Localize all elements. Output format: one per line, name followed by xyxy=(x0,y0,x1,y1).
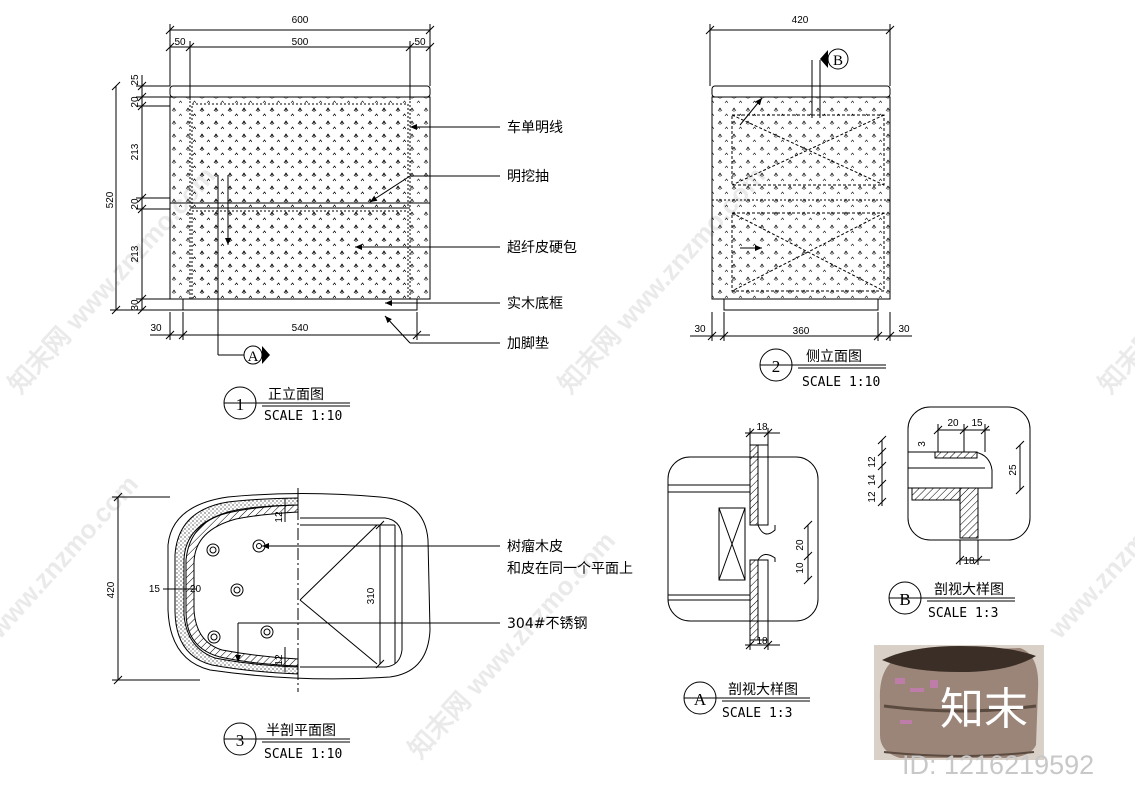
dim-label: 25 xyxy=(130,74,141,86)
svg-text:12: 12 xyxy=(867,456,878,468)
svg-text:420: 420 xyxy=(792,15,809,26)
callout-steel: 304#不锈钢 xyxy=(507,616,587,632)
dim-label: 213 xyxy=(130,143,141,160)
detail-a xyxy=(667,428,819,650)
svg-text:12: 12 xyxy=(867,491,878,503)
svg-text:半剖平面图: 半剖平面图 xyxy=(266,723,336,739)
svg-text:SCALE 1:10: SCALE 1:10 xyxy=(802,375,880,390)
dim-label: 20 xyxy=(130,198,141,210)
svg-text:SCALE 1:3: SCALE 1:3 xyxy=(722,706,792,721)
title-front-elevation: 1 正立面图 SCALE 1:10 xyxy=(223,386,350,424)
side-elevation xyxy=(690,24,912,341)
title-plan: 3 半剖平面图 SCALE 1:10 xyxy=(223,722,350,762)
svg-text:剖视大样图: 剖视大样图 xyxy=(934,582,1004,598)
svg-text:SCALE 1:10: SCALE 1:10 xyxy=(264,409,342,424)
callout-pull: 明挖抽 xyxy=(507,169,549,185)
callout-foot: 加脚垫 xyxy=(507,336,549,352)
side-elevation-dims: 420 30 360 30 xyxy=(694,15,910,337)
svg-text:1: 1 xyxy=(236,395,245,414)
svg-text:A: A xyxy=(248,349,259,365)
burl-swirls xyxy=(206,539,274,644)
svg-text:360: 360 xyxy=(793,326,810,337)
dim-label: 20 xyxy=(130,96,141,108)
svg-text:SCALE 1:3: SCALE 1:3 xyxy=(928,606,998,621)
plan-dims: 420 15 20 12 12 310 xyxy=(106,511,377,666)
brand-logo: 知末 xyxy=(940,684,1028,735)
title-side-elevation: 2 侧立面图 SCALE 1:10 xyxy=(759,348,886,390)
dim-label: 50 xyxy=(174,37,186,48)
svg-text:420: 420 xyxy=(106,581,117,598)
svg-text:25: 25 xyxy=(1008,464,1019,476)
watermark: www.znzmo.com xyxy=(1041,469,1135,645)
dim-label: 30 xyxy=(130,299,141,311)
title-detail-a: A 剖视大样图 SCALE 1:3 xyxy=(683,681,810,721)
svg-text:2: 2 xyxy=(772,357,781,376)
dim-label: 213 xyxy=(130,245,141,262)
watermark: www.znzmo.com xyxy=(0,469,144,645)
svg-text:15: 15 xyxy=(971,418,983,429)
svg-text:剖视大样图: 剖视大样图 xyxy=(728,682,798,698)
svg-text:20: 20 xyxy=(795,539,806,551)
plan-view xyxy=(112,488,500,692)
svg-text:3: 3 xyxy=(236,731,245,750)
svg-text:18: 18 xyxy=(756,636,768,647)
svg-text:30: 30 xyxy=(694,324,706,335)
svg-text:310: 310 xyxy=(366,587,377,604)
dim-label: 50 xyxy=(414,37,426,48)
dim-label: 500 xyxy=(292,37,309,48)
section-marker-a: A xyxy=(243,345,270,365)
image-id: ID: 1216219592 xyxy=(902,750,1094,780)
detail-b xyxy=(877,406,1031,565)
svg-text:30: 30 xyxy=(898,324,910,335)
dim-label: 520 xyxy=(105,191,116,208)
callout-base: 实木底框 xyxy=(507,296,563,312)
svg-text:18: 18 xyxy=(963,556,975,567)
detail-b-dims: 20 15 3 12 14 12 25 18 xyxy=(867,418,1019,567)
svg-text:20: 20 xyxy=(947,418,959,429)
svg-text:12: 12 xyxy=(274,511,285,523)
svg-text:12: 12 xyxy=(274,654,285,666)
svg-text:SCALE 1:10: SCALE 1:10 xyxy=(264,747,342,762)
dim-label: 600 xyxy=(292,15,309,26)
dim-label: 30 xyxy=(150,323,162,334)
watermark: 知末网 www.znzmo.com xyxy=(1092,161,1135,399)
detail-a-dims: 18 18 20 10 xyxy=(756,422,806,647)
svg-text:20: 20 xyxy=(190,584,202,595)
svg-text:B: B xyxy=(833,53,843,69)
svg-text:14: 14 xyxy=(867,474,878,486)
svg-text:3: 3 xyxy=(917,441,928,447)
svg-text:侧立面图: 侧立面图 xyxy=(806,349,862,365)
dim-label: 540 xyxy=(292,323,309,334)
product-photo: 知末 xyxy=(874,645,1044,760)
svg-text:正立面图: 正立面图 xyxy=(268,387,324,403)
callout-burl: 树瘤木皮 xyxy=(507,538,563,555)
svg-text:B: B xyxy=(899,590,910,609)
callout-burl-2: 和皮在同一个平面上 xyxy=(507,561,633,577)
callout-labels: 车单明线 明挖抽 超纤皮硬包 实木底框 加脚垫 树瘤木皮 和皮在同一个平面上 3… xyxy=(507,119,633,632)
svg-text:10: 10 xyxy=(795,562,806,574)
title-detail-b: B 剖视大样图 SCALE 1:3 xyxy=(888,581,1015,621)
front-elevation-dims: 600 50 500 50 520 25 20 213 20 213 30 30… xyxy=(105,15,426,334)
svg-text:18: 18 xyxy=(756,422,768,433)
callout-stitch: 车单明线 xyxy=(507,119,563,136)
front-elevation xyxy=(110,24,500,356)
section-marker-b: B xyxy=(820,48,849,70)
svg-text:A: A xyxy=(694,690,707,709)
svg-text:15: 15 xyxy=(149,584,161,595)
callout-leather: 超纤皮硬包 xyxy=(507,240,577,256)
